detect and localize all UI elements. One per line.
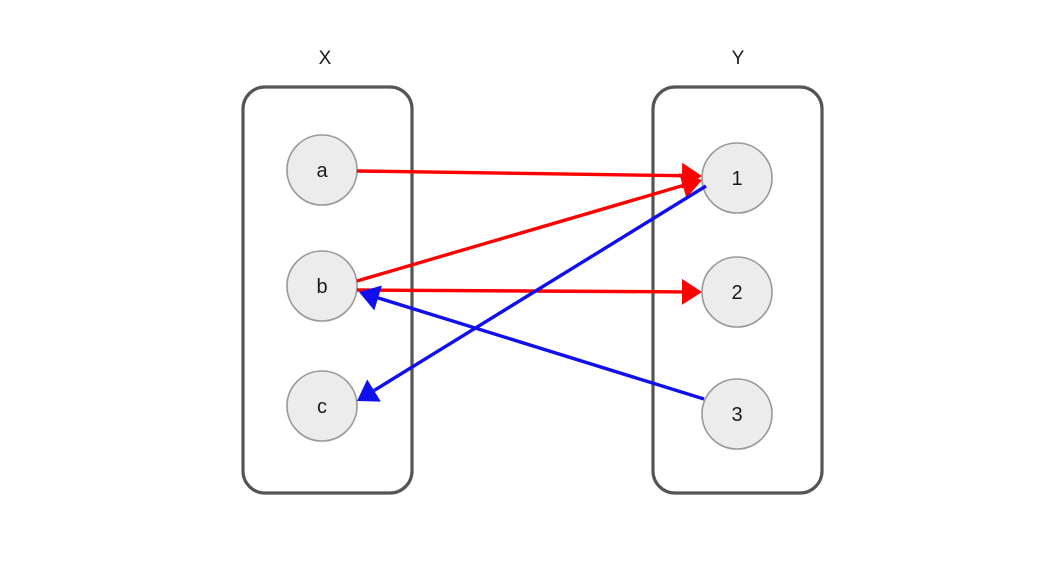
set-group-x: X a b c [241,48,414,495]
edge-3-to-b [359,285,705,401]
node-circle-3[interactable] [701,378,773,450]
node-circle-a[interactable] [286,134,358,206]
edge-1-to-c [357,184,707,402]
edge-shaft-1-to-c [371,184,707,393]
node-circle-c[interactable] [286,370,358,442]
node-label-a: a [316,160,328,182]
edge-b-to-2 [356,278,702,305]
node-c[interactable]: c [286,370,358,442]
arrow-head-3-to-b [359,285,382,311]
edge-b-to-1 [356,173,702,283]
edge-shaft-b-to-2 [356,288,684,294]
node-2[interactable]: 2 [701,256,773,328]
node-b[interactable]: b [286,250,358,322]
edge-shaft-b-to-1 [356,183,685,283]
node-3[interactable]: 3 [701,378,773,450]
set-group-y: Y 1 2 3 [651,48,824,495]
set-label-x: X [319,48,332,69]
edges-layer [356,162,707,402]
node-label-c: c [317,396,327,418]
node-a[interactable]: a [286,134,358,206]
arrow-head-b-to-2 [681,278,702,305]
node-label-1: 1 [731,168,742,190]
node-1[interactable]: 1 [701,142,773,214]
edge-shaft-3-to-b [376,295,705,401]
set-label-y: Y [732,48,745,69]
arrow-head-b-to-1 [679,173,702,199]
node-label-3: 3 [731,404,742,426]
node-circle-b[interactable] [286,250,358,322]
node-circle-1[interactable] [701,142,773,214]
node-label-2: 2 [731,282,742,304]
edge-shaft-a-to-1 [356,169,684,178]
node-label-b: b [316,276,327,298]
arrow-head-1-to-c [357,379,381,402]
